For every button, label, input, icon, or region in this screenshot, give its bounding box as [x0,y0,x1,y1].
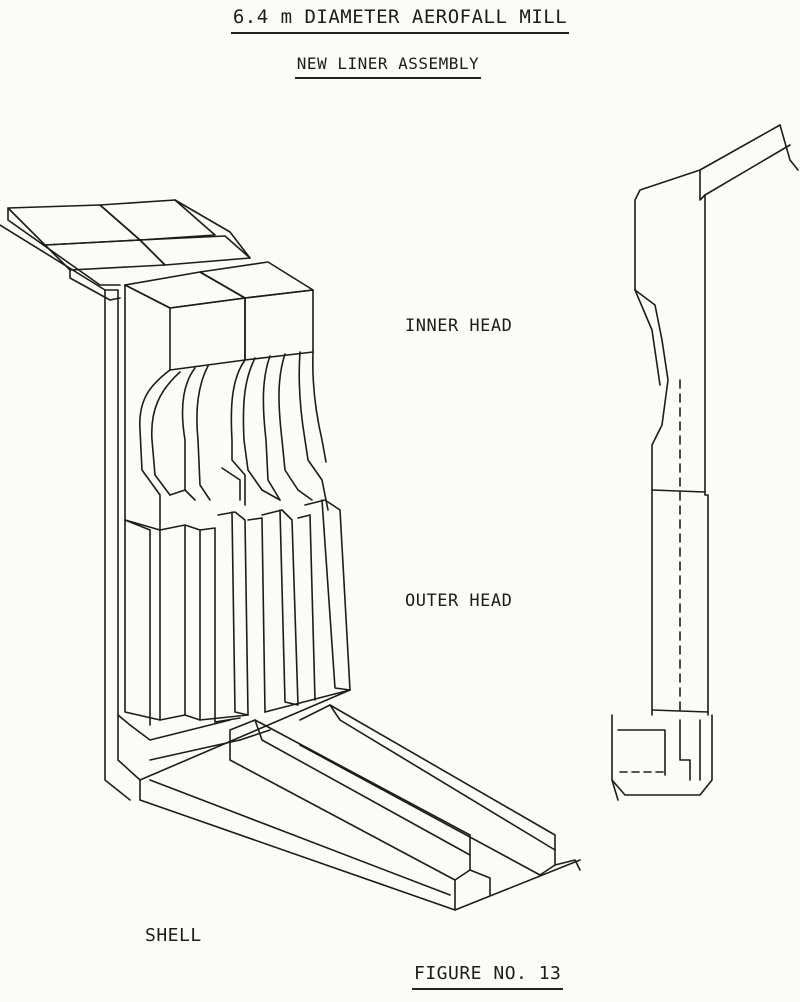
shell-label: SHELL [145,925,202,946]
diagram-title: 6.4 m DIAMETER AEROFALL MILL [0,6,800,34]
transition-lifters [140,352,328,530]
top-shell-plates [0,200,250,300]
isometric-assembly [0,200,580,910]
bottom-shell [130,690,580,910]
inner-head-blocks [125,262,313,530]
cross-section [612,125,798,800]
inner-head-label: INNER HEAD [405,316,513,336]
diagram-subtitle: NEW LINER ASSEMBLY [0,54,776,79]
outer-head-label: OUTER HEAD [405,591,513,611]
shell-wall [105,290,140,800]
figure-caption: FIGURE NO. 13 [412,963,564,990]
outer-head-lifters [125,500,350,725]
